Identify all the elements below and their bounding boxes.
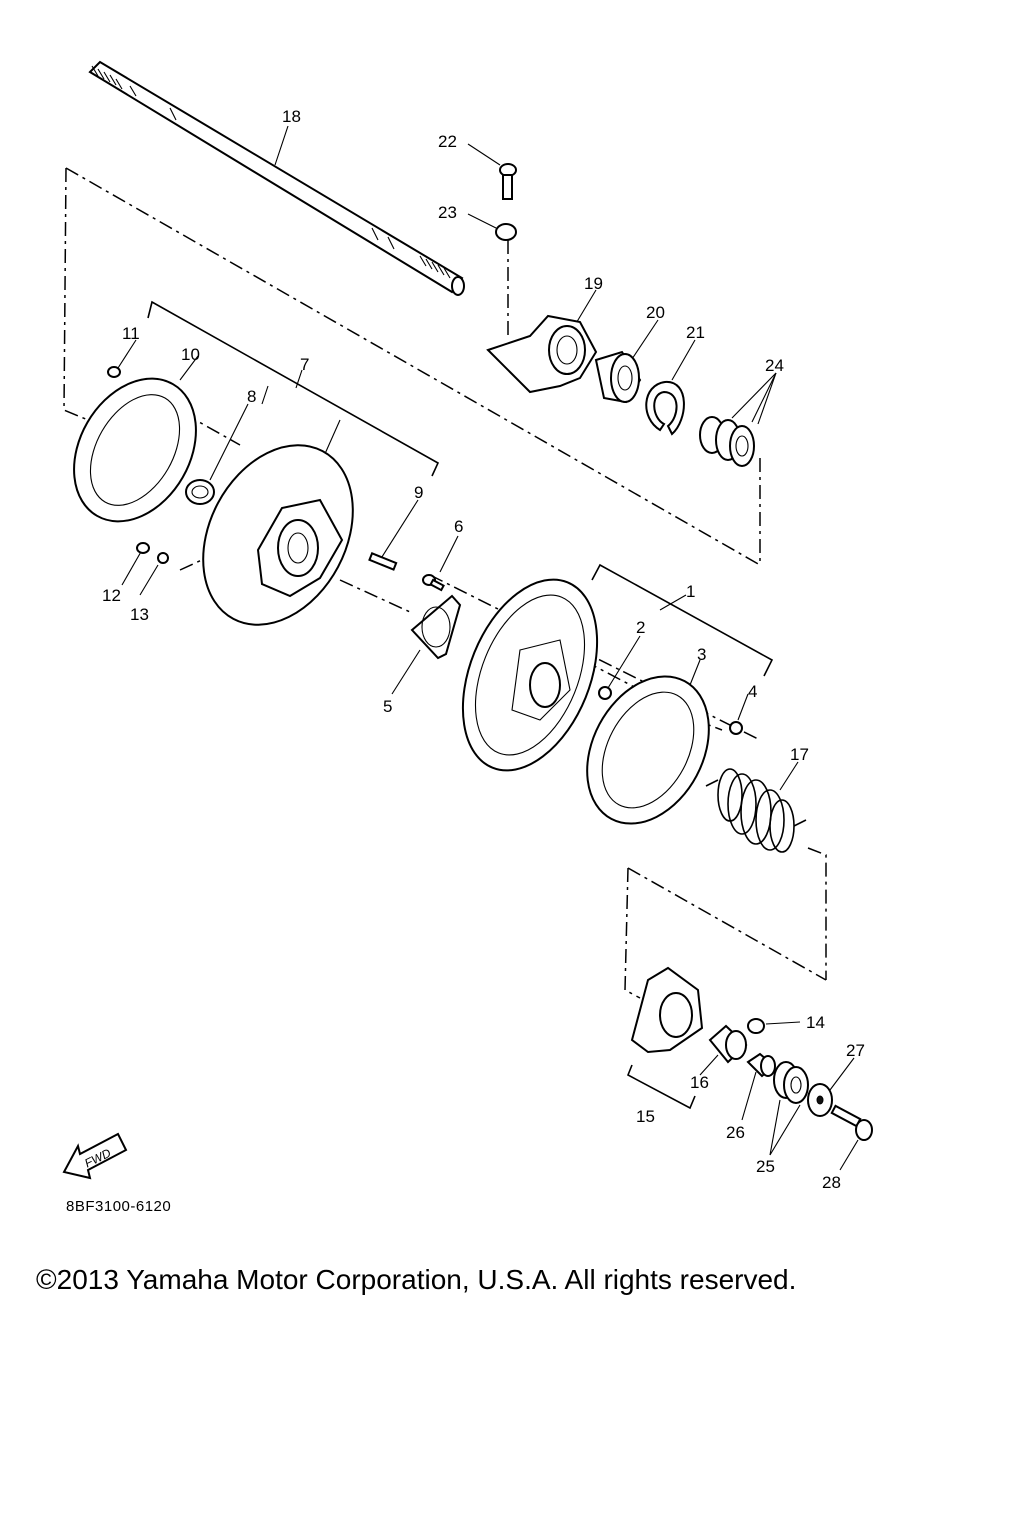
plate-part-10 (73, 377, 197, 523)
callout-18: 18 (282, 107, 301, 126)
pin-part-9 (368, 552, 398, 571)
callout-labels: 1 2 3 4 5 6 7 8 9 10 11 12 13 14 15 16 1… (102, 107, 865, 1192)
callout-16: 16 (690, 1073, 709, 1092)
bushing-part-16 (708, 1024, 748, 1064)
fwd-arrow-icon: FWD (62, 1132, 128, 1180)
screw-part-4 (729, 721, 743, 735)
shaft-part-18 (88, 60, 465, 296)
leader-lines (117, 125, 859, 1171)
screw-part-6 (422, 574, 445, 592)
callout-20: 20 (646, 303, 665, 322)
screw-part-11 (107, 366, 121, 378)
bearing-housing-part-19 (486, 314, 598, 394)
callout-2: 2 (636, 618, 645, 637)
callout-13: 13 (130, 605, 149, 624)
collar-part-24 (699, 416, 755, 467)
plate-part-3 (586, 675, 710, 825)
washer-part-23 (495, 223, 517, 241)
callout-7: 7 (300, 355, 309, 374)
callout-17: 17 (790, 745, 809, 764)
callout-14: 14 (806, 1013, 825, 1032)
nut-part-12 (136, 542, 150, 554)
callout-26: 26 (726, 1123, 745, 1142)
washer-part-13 (157, 552, 169, 564)
callout-6: 6 (454, 517, 463, 536)
gasket-part-5 (410, 594, 462, 660)
callout-1: 1 (686, 582, 695, 601)
callout-3: 3 (697, 645, 706, 664)
sheave-part-7 (202, 444, 354, 626)
bushing-part-8 (185, 479, 215, 505)
callout-21: 21 (686, 323, 705, 342)
callout-25: 25 (756, 1157, 775, 1176)
callout-12: 12 (102, 586, 121, 605)
callout-4: 4 (748, 682, 757, 701)
movable-sheave-part-1 (461, 578, 599, 772)
circlip-part-21 (645, 380, 685, 436)
spring-part-17 (705, 768, 807, 853)
cam-part-15 (630, 966, 704, 1054)
nut-part-14 (747, 1018, 765, 1034)
assembly-lines (63, 167, 827, 999)
copyright-notice: ©2013 Yamaha Motor Corporation, U.S.A. A… (36, 1264, 797, 1295)
diagram-code: 8BF3100-6120 (66, 1198, 172, 1215)
bearing-part-20 (594, 350, 642, 404)
callout-5: 5 (383, 697, 392, 716)
callout-8: 8 (247, 387, 256, 406)
bracket-lines (147, 300, 774, 1110)
callout-28: 28 (822, 1173, 841, 1192)
callout-27: 27 (846, 1041, 865, 1060)
bolt-part-28 (830, 1104, 873, 1141)
washer-part-27 (807, 1083, 833, 1117)
callout-23: 23 (438, 203, 457, 222)
callout-22: 22 (438, 132, 457, 151)
callout-15: 15 (636, 1107, 655, 1126)
callout-19: 19 (584, 274, 603, 293)
screw-part-2 (598, 686, 612, 700)
collar-part-26 (746, 1052, 776, 1078)
callout-9: 9 (414, 483, 423, 502)
callout-11: 11 (122, 324, 140, 343)
exploded-parts-diagram: FWD 1 2 3 4 5 6 7 8 9 10 11 12 13 14 15 … (62, 60, 873, 1192)
washer-part-25 (773, 1061, 809, 1104)
bolt-part-22 (499, 163, 517, 200)
callout-24: 24 (765, 356, 784, 375)
callout-10: 10 (181, 345, 200, 364)
